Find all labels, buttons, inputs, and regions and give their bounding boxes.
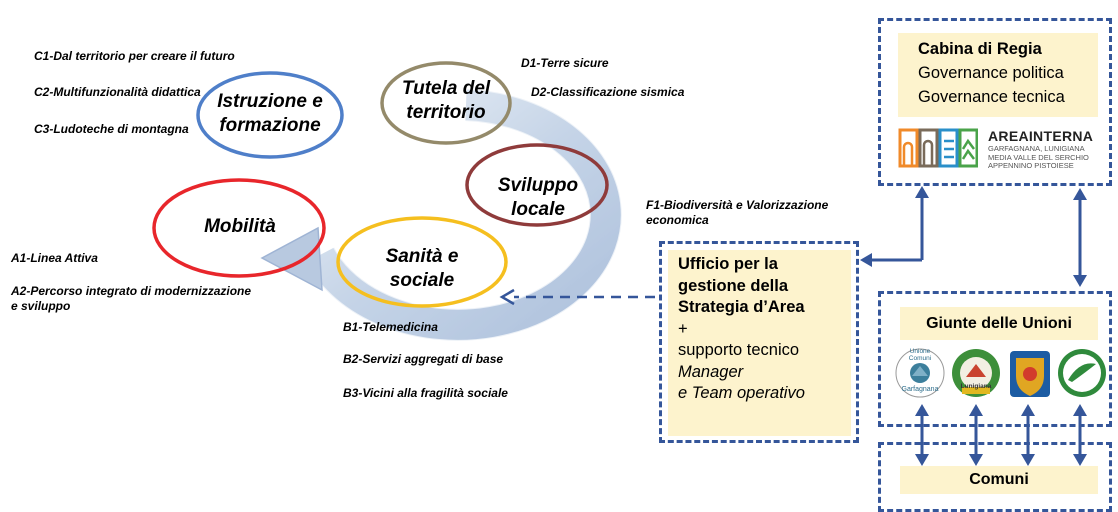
ufficio-plus: +: [678, 319, 688, 338]
action-d1: D1-Terre sicure: [521, 56, 609, 70]
istruzione-ellipse: [196, 71, 344, 159]
action-a1: A1-Linea Attiva: [11, 251, 98, 265]
cabina-arrowhead-up: [915, 186, 929, 198]
emblem-garfagnana-bottom: Garfagnana: [901, 386, 939, 393]
ufficio-title-2: gestione della: [678, 276, 789, 295]
emblem-garfagnana-top: Unione Comuni: [908, 348, 932, 362]
ufficio-box: Ufficio per la gestione della Strategia …: [668, 250, 851, 436]
emblem-appennino: [1058, 349, 1106, 397]
giunte-box: Giunte delle Unioni: [900, 307, 1098, 340]
ufficio-manager: Manager: [678, 362, 744, 381]
cycle-arrow-outline: [305, 89, 622, 341]
action-b3: B3-Vicini alla fragilità sociale: [343, 386, 508, 400]
giunte-frame: [878, 291, 1112, 427]
sviluppo-ellipse: [465, 143, 609, 227]
mobilita-label: Mobilità: [204, 216, 276, 237]
action-d2: D2-Classificazione sismica: [531, 85, 685, 99]
cabina-governance-politica: Governance politica: [918, 64, 1064, 82]
comuni-box: Comuni: [900, 466, 1098, 494]
cabina-frame: [878, 18, 1112, 186]
emblem-lunigiana-bottom: Lunigiana: [960, 383, 992, 390]
cabina-governance-tecnica: Governance tecnica: [918, 88, 1065, 106]
action-c1: C1-Dal territorio per creare il futuro: [34, 49, 235, 63]
comuni-title: Comuni: [969, 471, 1029, 488]
action-b2: B2-Servizi aggregati di base: [343, 352, 504, 366]
cabina-giunte-arrowhead-up: [1073, 188, 1087, 200]
ufficio-frame: [659, 241, 859, 443]
action-c2: C2-Multifunzionalità didattica: [34, 85, 201, 99]
cycle-arrow: [306, 90, 621, 340]
emblem-media-valle: [1010, 351, 1050, 397]
areainterna-logo-mark: [898, 128, 978, 168]
giunte-title: Giunte delle Unioni: [926, 315, 1072, 332]
cabina-giunte-arrowhead-down: [1073, 275, 1087, 287]
ufficio-arrowhead: [860, 253, 872, 267]
logo-name: AREAINTERNA: [988, 128, 1094, 144]
ufficio-team: e Team operativo: [678, 384, 805, 402]
emblem-lunigiana: [952, 349, 1000, 397]
action-b1: B1-Telemedicina: [343, 320, 438, 334]
cabina-title: Cabina di Regia: [918, 40, 1042, 58]
ufficio-to-cycle-arrowhead: [499, 288, 515, 306]
mobilita-ellipse: [152, 178, 326, 278]
ufficio-support: supporto tecnico: [678, 341, 800, 359]
action-a2: A2-Percorso integrato di modernizzazione…: [11, 284, 252, 313]
cycle-arrow-head: [260, 226, 323, 292]
emblem-garfagnana: [895, 348, 945, 398]
unioni-emblems: [895, 348, 1106, 398]
action-c3: C3-Ludoteche di montagna: [34, 122, 189, 136]
ufficio-title-1: Ufficio per la: [678, 255, 778, 273]
cycle-diagram: [152, 61, 1087, 466]
cabina-box: Cabina di Regia Governance politica Gove…: [898, 33, 1098, 117]
sanita-ellipse: [336, 216, 508, 308]
ufficio-title-3: Strategia d’Area: [678, 298, 805, 316]
tutela-ellipse: [380, 61, 512, 145]
giunte-comuni-arrows: [915, 404, 1087, 466]
